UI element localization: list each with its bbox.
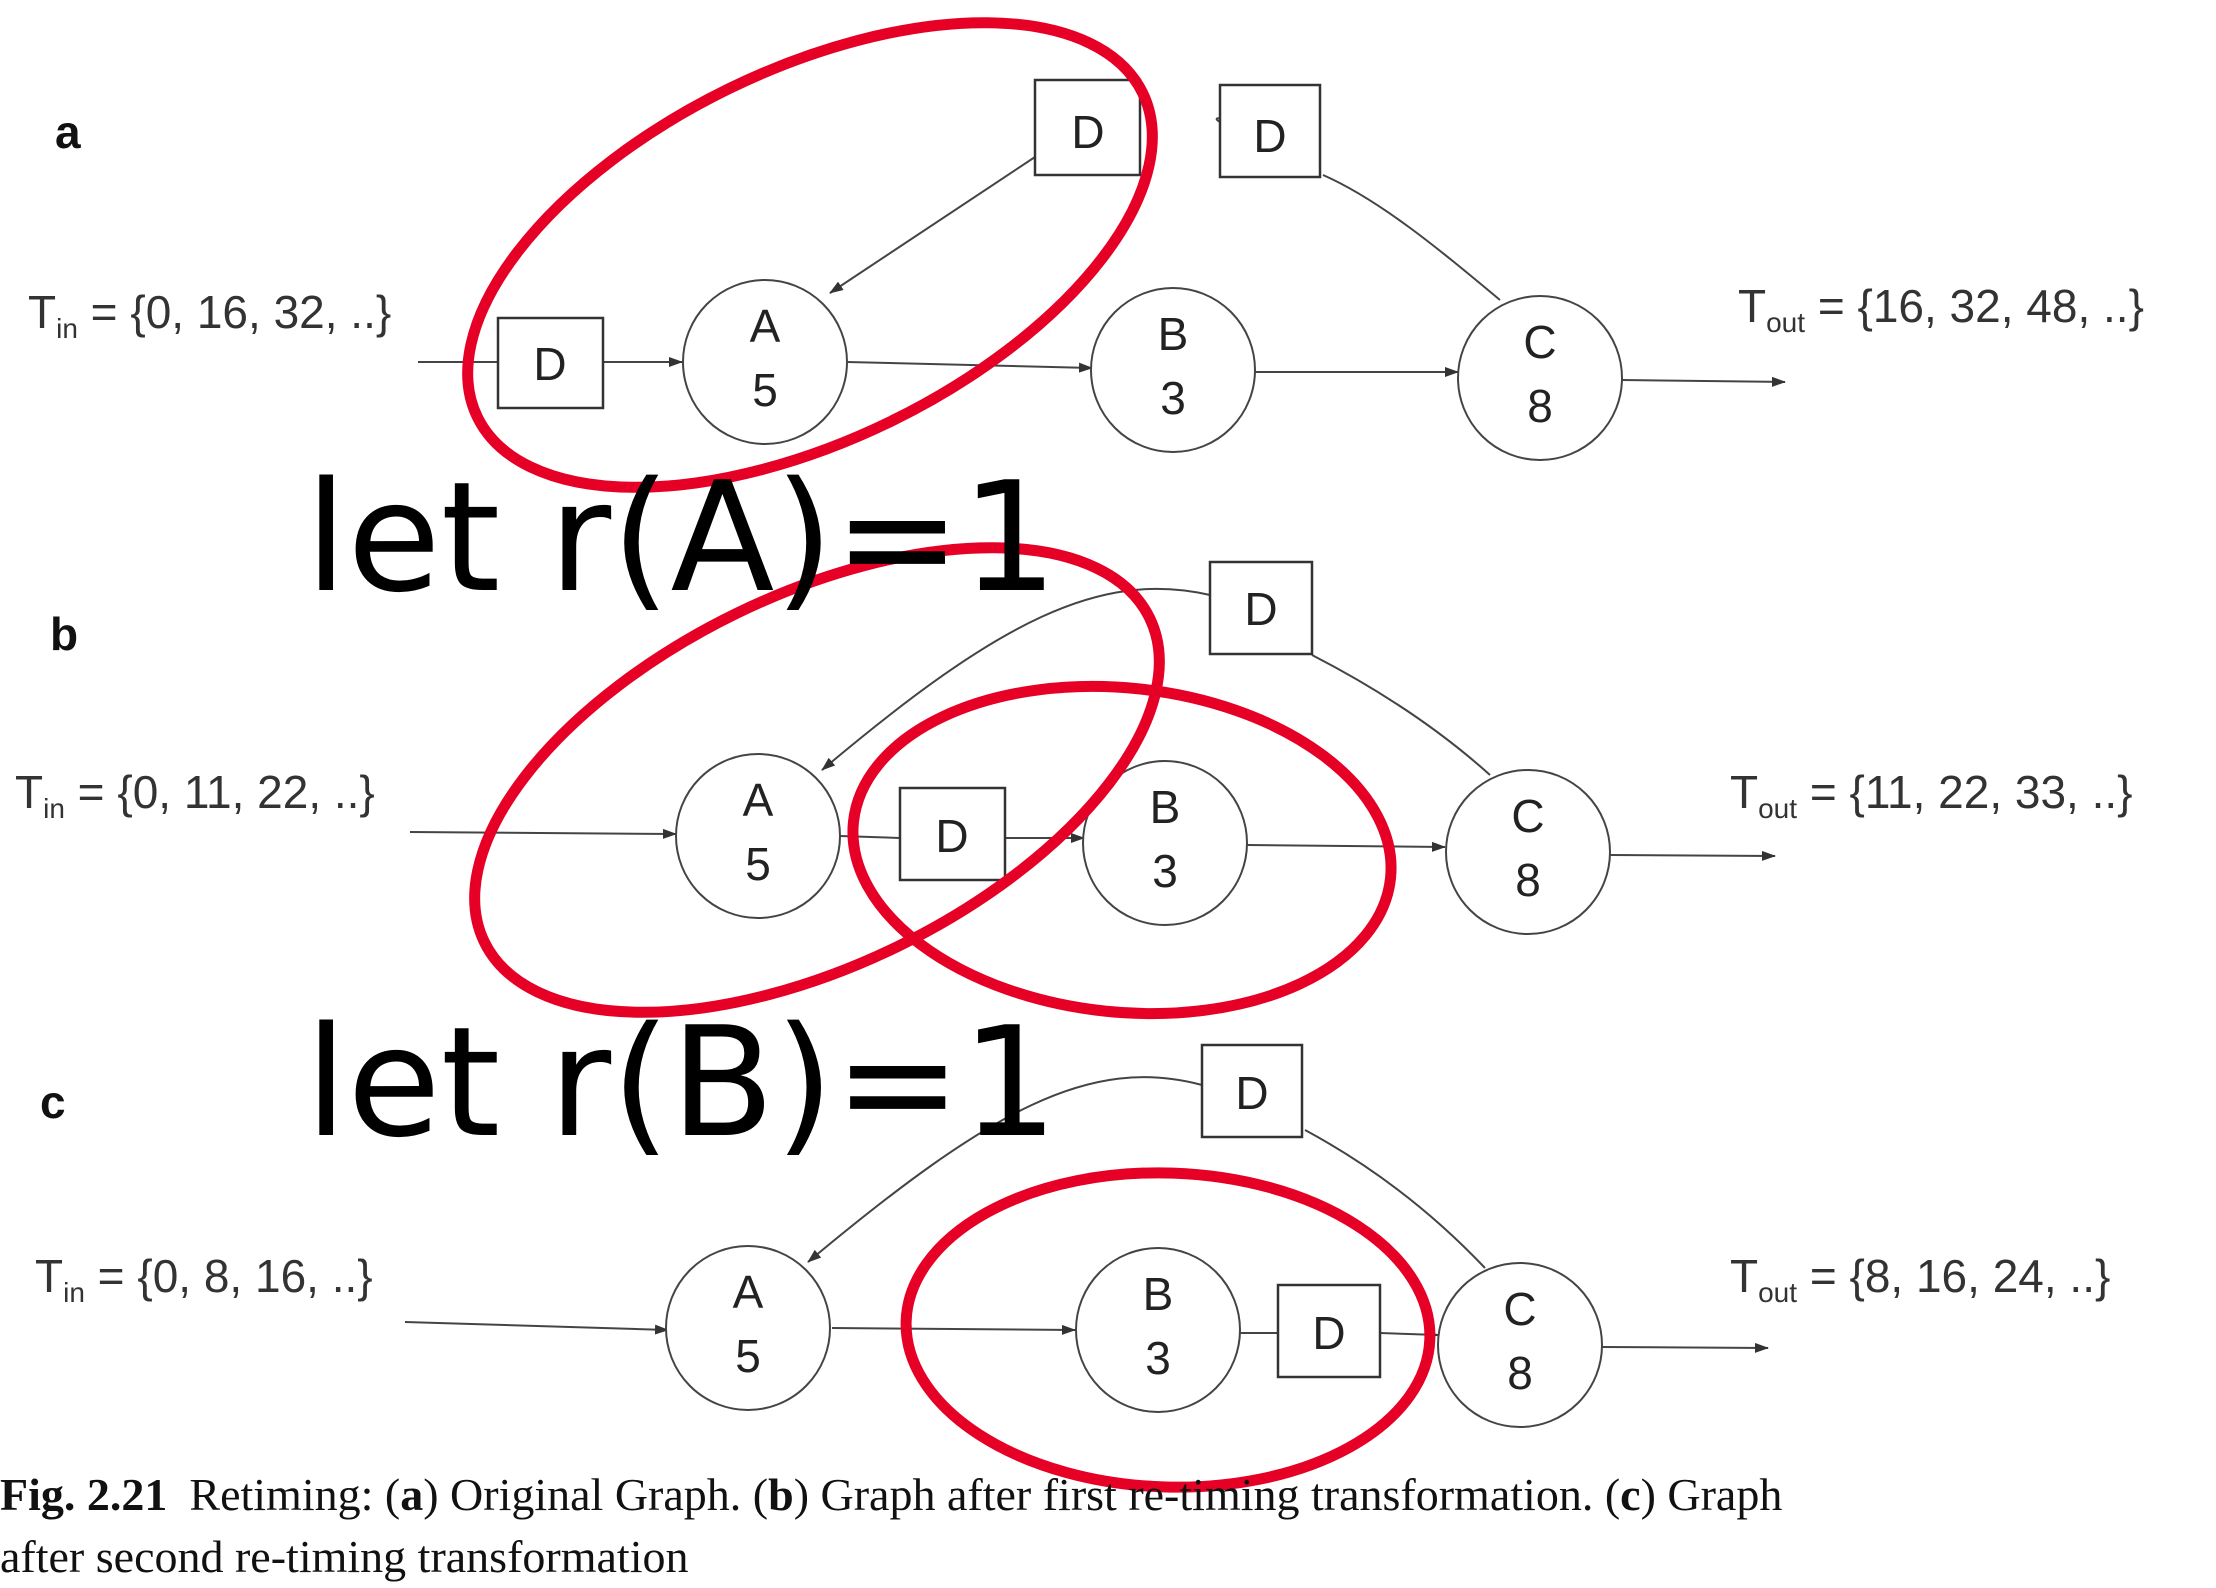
panel-c-node-c-letter: C bbox=[1503, 1283, 1536, 1335]
panel-a-output-wire bbox=[1621, 376, 1786, 387]
panel-b-input-wire bbox=[409, 828, 677, 839]
panel-a-node-b-letter: B bbox=[1158, 308, 1189, 360]
panel-a-node-b-value: 3 bbox=[1160, 372, 1186, 424]
panel-c-node-a bbox=[665, 1245, 831, 1411]
panel-b: b Tin = {0, 11, 22, ..} Tout = {11, 22, … bbox=[15, 560, 2133, 935]
panel-c-delay-bc-text: D bbox=[1312, 1307, 1345, 1359]
panel-c-delay-feedback-text: D bbox=[1235, 1067, 1268, 1119]
panel-c-node-b-value: 3 bbox=[1145, 1332, 1171, 1384]
panel-c-node-a-value: 5 bbox=[735, 1330, 761, 1382]
panel-b-output-wire bbox=[1609, 850, 1776, 861]
panel-a-delay-input bbox=[496, 316, 605, 410]
panel-a-delay-feedback-2 bbox=[1218, 83, 1322, 179]
panel-a: a Tin = {0, 16, 32, ..} Tout = {16, 32, … bbox=[28, 78, 2144, 461]
panel-c-node-c-value: 8 bbox=[1507, 1347, 1533, 1399]
panel-a-node-c bbox=[1457, 295, 1623, 461]
panel-a-a-to-b-wire bbox=[846, 361, 1093, 373]
panel-a-delay-feedback-1 bbox=[1033, 78, 1142, 177]
panel-a-delay-input-text: D bbox=[533, 338, 566, 390]
panel-a-delay-feedback-2-text: D bbox=[1253, 110, 1286, 162]
panel-b-node-a-letter: A bbox=[743, 774, 774, 826]
panel-c-tin: Tin = {0, 8, 16, ..} bbox=[35, 1250, 373, 1308]
ring-panel-c-b bbox=[900, 1167, 1436, 1493]
panel-c-node-a-letter: A bbox=[733, 1266, 764, 1318]
panel-b-tin: Tin = {0, 11, 22, ..} bbox=[15, 766, 375, 824]
panel-c-output-wire bbox=[1601, 1342, 1769, 1353]
panel-b-delay-ab-text: D bbox=[935, 810, 968, 862]
panel-c-node-c bbox=[1437, 1262, 1603, 1428]
ring-panel-a-a bbox=[462, 17, 1158, 493]
panel-b-node-c-value: 8 bbox=[1515, 854, 1541, 906]
panel-c-tout: Tout = {8, 16, 24, ..} bbox=[1730, 1250, 2110, 1308]
panel-b-label: b bbox=[50, 608, 78, 660]
panel-b-node-a bbox=[675, 753, 841, 919]
panel-a-label: a bbox=[55, 106, 81, 158]
panel-a-feedback-wire bbox=[829, 156, 1036, 294]
panel-b-node-c bbox=[1445, 769, 1611, 935]
panel-c-input-wire bbox=[404, 1321, 669, 1335]
panel-a-node-c-value: 8 bbox=[1527, 380, 1553, 432]
annotation-let-r-a: let r(A)=1 bbox=[305, 449, 1058, 626]
panel-b-node-a-value: 5 bbox=[745, 838, 771, 890]
panel-c-label: c bbox=[40, 1076, 66, 1128]
panel-b-node-b bbox=[1082, 760, 1248, 926]
panel-a-node-b bbox=[1090, 287, 1256, 453]
panel-b-b-to-c-wire bbox=[1246, 841, 1446, 852]
panel-b-delay-ab bbox=[898, 786, 1007, 882]
caption-line-2: after second re-timing transformation bbox=[0, 1531, 688, 1582]
panel-a-tin: Tin = {0, 16, 32, ..} bbox=[28, 286, 391, 344]
panel-a-delay-feedback-1-text: D bbox=[1071, 106, 1104, 158]
panel-a-tout: Tout = {16, 32, 48, ..} bbox=[1738, 280, 2144, 338]
panel-c-feedback-wire bbox=[807, 1076, 1203, 1263]
panel-c-node-b-letter: B bbox=[1143, 1268, 1174, 1320]
panel-c-delay-bc bbox=[1276, 1283, 1382, 1379]
panel-b-tout: Tout = {11, 22, 33, ..} bbox=[1730, 766, 2133, 824]
ring-panel-b-b bbox=[847, 680, 1397, 1020]
panel-c-delay-feedback bbox=[1200, 1043, 1304, 1139]
panel-a-node-a-letter: A bbox=[750, 300, 781, 352]
annotation-let-r-b: let r(B)=1 bbox=[305, 994, 1058, 1171]
panel-b-node-b-value: 3 bbox=[1152, 845, 1178, 897]
panel-a-node-c-letter: C bbox=[1523, 316, 1556, 368]
panel-a-node-a bbox=[682, 279, 848, 445]
panel-c: c Tin = {0, 8, 16, ..} Tout = {8, 16, 24… bbox=[35, 1043, 2110, 1428]
ring-panel-b-a bbox=[469, 542, 1165, 1018]
panel-b-delay-feedback bbox=[1208, 560, 1314, 656]
panel-b-delay-feedback-text: D bbox=[1244, 583, 1277, 635]
panel-b-c-to-d-wire bbox=[1311, 654, 1491, 776]
panel-b-feedback-wire bbox=[821, 587, 1211, 771]
panel-a-node-a-value: 5 bbox=[752, 364, 778, 416]
red-annotations bbox=[462, 17, 1436, 1493]
panel-b-node-c-letter: C bbox=[1511, 790, 1544, 842]
panel-a-c-to-d-wire bbox=[1322, 174, 1501, 301]
panel-c-a-to-b-wire bbox=[831, 1324, 1076, 1335]
panel-c-c-to-d-wire bbox=[1304, 1129, 1486, 1269]
panel-b-node-b-letter: B bbox=[1150, 781, 1181, 833]
panel-c-node-b bbox=[1075, 1247, 1241, 1413]
